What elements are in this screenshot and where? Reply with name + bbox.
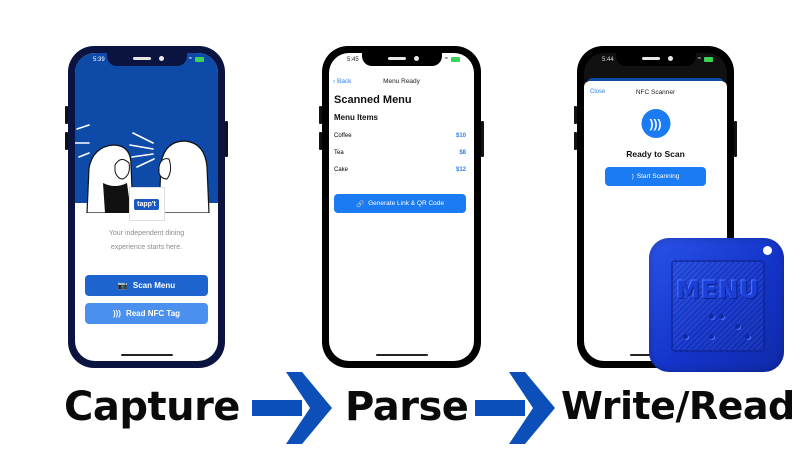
people-illustration	[75, 124, 210, 213]
item-price: $12	[455, 167, 466, 173]
keyring-hole	[763, 246, 772, 255]
camera-icon: 📷	[117, 281, 128, 290]
screen: 5:45 ≈ ‹ Back Menu Ready Scanned Menu Me…	[329, 53, 474, 361]
status-icons: ≈	[189, 56, 204, 62]
phone-parse: 5:45 ≈ ‹ Back Menu Ready Scanned Menu Me…	[319, 46, 484, 368]
home-indicator	[375, 354, 428, 356]
scan-menu-label: Scan Menu	[132, 281, 176, 290]
back-label: Back	[336, 78, 352, 85]
nfc-wave-icon: )))	[641, 109, 670, 138]
start-scanning-button[interactable]: ) Start Scanning	[605, 167, 706, 186]
tag-face: MENU	[671, 260, 765, 352]
home-indicator	[120, 354, 173, 356]
generate-link-button[interactable]: 🔗 Generate Link & QR Code	[334, 194, 466, 213]
item-price: $10	[455, 133, 466, 139]
wifi-icon: ≈	[697, 56, 701, 62]
screen: 5:39 ≈ tapp't Your independent dining ex…	[75, 53, 218, 361]
wifi-icon: ≈	[444, 56, 448, 62]
braille-dot	[735, 324, 740, 329]
read-nfc-button[interactable]: ))) Read NFC Tag	[85, 303, 208, 324]
volume-up-button	[319, 106, 322, 124]
scan-menu-button[interactable]: 📷 Scan Menu	[85, 275, 208, 296]
item-name: Tea	[334, 150, 344, 156]
link-icon: 🔗	[356, 200, 365, 208]
arrow-right-icon	[252, 372, 332, 444]
volume-down-button	[65, 132, 68, 150]
tagline: Your independent dining experience start…	[75, 227, 218, 255]
menu-item-row: Coffee $10	[334, 133, 466, 139]
nfc-small-icon: )	[631, 173, 634, 180]
power-button	[481, 121, 484, 157]
tag-label: MENU	[676, 276, 760, 304]
phone-capture: 5:39 ≈ tapp't Your independent dining ex…	[65, 46, 228, 368]
page-title: Scanned Menu	[334, 94, 412, 106]
start-scanning-label: Start Scanning	[636, 173, 680, 180]
nfc-tag-photo: MENU	[649, 238, 784, 372]
braille-dot	[683, 334, 688, 339]
wifi-icon: ≈	[188, 56, 192, 62]
braille-dot	[745, 334, 750, 339]
status-time: 5:39	[93, 57, 105, 63]
menu-item-row: Tea $8	[334, 150, 466, 156]
volume-up-button	[574, 106, 577, 124]
scan-status: Ready to Scan	[626, 149, 685, 159]
caption-write-read: Write/Read	[561, 384, 795, 428]
volume-up-button	[65, 106, 68, 124]
read-nfc-label: Read NFC Tag	[125, 309, 181, 318]
nfc-icon: )))	[112, 309, 121, 318]
tagline-line-1: Your independent dining	[108, 230, 185, 237]
volume-down-button	[574, 132, 577, 150]
status-time: 5:45	[347, 57, 359, 63]
back-button[interactable]: ‹ Back	[333, 78, 352, 85]
menu-item-row: Cake $12	[334, 167, 466, 173]
notch	[615, 53, 696, 66]
caption-capture: Capture	[64, 384, 240, 430]
item-price: $8	[459, 150, 466, 156]
battery-icon	[451, 56, 460, 62]
power-button	[734, 121, 737, 157]
status-icons: ≈	[445, 56, 460, 62]
braille-dot	[709, 334, 714, 339]
battery-icon	[195, 56, 204, 62]
status-icons: ≈	[698, 56, 713, 62]
notch	[106, 53, 187, 66]
notch	[361, 53, 442, 66]
item-name: Cake	[334, 167, 349, 173]
app-logo: tapp't	[128, 187, 165, 221]
generate-link-label: Generate Link & QR Code	[368, 200, 444, 207]
braille-dot	[709, 314, 714, 319]
nav-title: Menu Ready	[383, 78, 420, 85]
close-button[interactable]: Close	[590, 89, 606, 95]
caption-parse: Parse	[345, 384, 469, 430]
status-time: 5:44	[602, 57, 614, 63]
braille-dot	[719, 314, 724, 319]
tagline-line-2: experience starts here.	[110, 244, 183, 251]
section-header: Menu Items	[334, 113, 379, 122]
battery-icon	[704, 56, 713, 62]
power-button	[225, 121, 228, 157]
item-name: Coffee	[334, 133, 352, 139]
arrow-right-icon	[475, 372, 555, 444]
nav-bar: ‹ Back Menu Ready	[329, 76, 474, 90]
logo-text: tapp't	[134, 198, 159, 210]
volume-down-button	[319, 132, 322, 150]
sheet-title: NFC Scanner	[635, 89, 676, 96]
